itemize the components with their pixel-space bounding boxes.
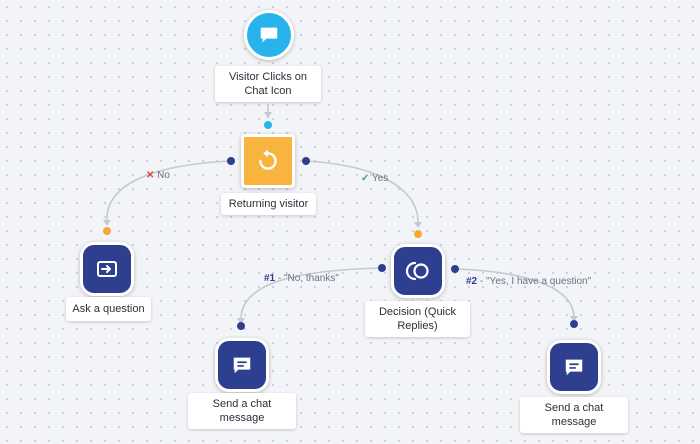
- connector-reply1: [240, 267, 383, 319]
- yes-text: Yes: [372, 173, 389, 184]
- message-icon: [233, 357, 251, 374]
- connector-yes: [305, 160, 419, 223]
- quick-replies-icon: [405, 261, 429, 281]
- returning-visitor-node[interactable]: [241, 134, 295, 188]
- reply-1-number: #1: [264, 273, 276, 284]
- reply-2-text: - "Yes, I have a question": [477, 276, 592, 287]
- no-edge-label: ✕ No: [146, 170, 170, 181]
- send-message-label-1: Send a chat message: [188, 393, 296, 429]
- returning-visitor-label: Returning visitor: [221, 193, 316, 215]
- connector-no: [106, 160, 232, 221]
- arrowhead-yes: [414, 222, 422, 228]
- trigger-node[interactable]: [244, 10, 294, 60]
- decision-in-port[interactable]: [414, 230, 422, 238]
- chat-bubble-icon: [260, 27, 278, 43]
- returning-no-port[interactable]: [227, 157, 235, 165]
- trigger-out-port[interactable]: [264, 121, 272, 129]
- send-message-node-2[interactable]: [547, 340, 601, 394]
- message-icon: [565, 359, 583, 376]
- trigger-label-text: Visitor Clicks on Chat Icon: [228, 71, 308, 97]
- ask-in-port[interactable]: [103, 227, 111, 235]
- connector-reply2: [453, 268, 575, 317]
- decision-port-1[interactable]: [378, 264, 386, 272]
- send-message-label-2: Send a chat message: [520, 397, 628, 433]
- ask-question-label: Ask a question: [66, 297, 151, 321]
- send1-in-port[interactable]: [237, 322, 245, 330]
- trigger-label: Visitor Clicks on Chat Icon: [215, 66, 321, 102]
- returning-visitor-label-text: Returning visitor: [228, 198, 309, 210]
- refresh-icon: [259, 149, 277, 170]
- arrowhead-no: [103, 220, 111, 226]
- ask-question-label-text: Ask a question: [72, 303, 145, 315]
- ask-question-node[interactable]: [80, 242, 134, 296]
- arrowhead-reply1: [237, 318, 245, 324]
- reply-2-number: #2: [466, 276, 478, 287]
- no-mark: ✕: [146, 170, 155, 181]
- reply-1-text: - "No, thanks": [275, 273, 339, 284]
- yes-edge-label: ✓ Yes: [361, 173, 388, 184]
- decision-port-2[interactable]: [451, 265, 459, 273]
- decision-node[interactable]: [391, 244, 445, 298]
- send-message-label-1-text: Send a chat message: [212, 398, 272, 424]
- send-message-label-2-text: Send a chat message: [544, 402, 604, 428]
- no-text: No: [157, 170, 170, 181]
- yes-mark: ✓: [361, 173, 370, 184]
- arrowhead-reply2: [570, 316, 578, 322]
- decision-label: Decision (Quick Replies): [365, 301, 470, 337]
- returning-yes-port[interactable]: [302, 157, 310, 165]
- send-message-node-1[interactable]: [215, 338, 269, 392]
- reply-1-label: #1 - "No, thanks": [264, 273, 339, 284]
- decision-label-text: Decision (Quick Replies): [378, 306, 457, 332]
- send2-in-port[interactable]: [570, 320, 578, 328]
- reply-2-label: #2 - "Yes, I have a question": [466, 276, 591, 287]
- enter-icon: [97, 261, 117, 277]
- arrowhead-trigger: [264, 112, 272, 118]
